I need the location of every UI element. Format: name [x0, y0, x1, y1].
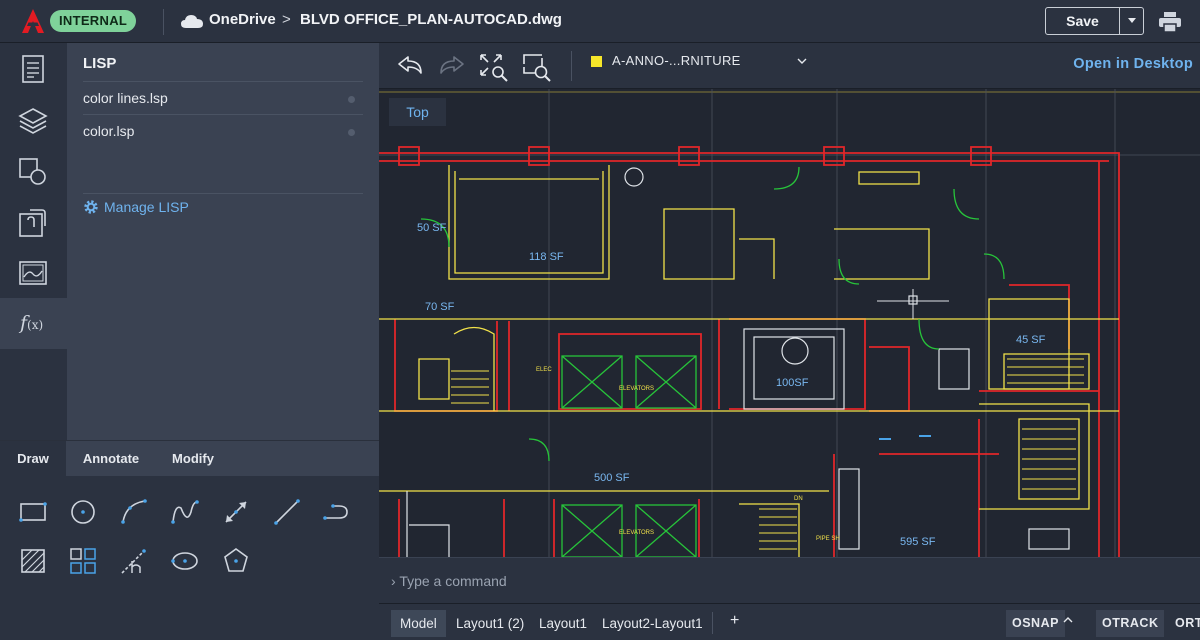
panel-title: LISP [83, 55, 117, 72]
room-label: ELEVATORS [619, 530, 655, 536]
status-dot [348, 129, 355, 136]
chevron-right-icon: › [391, 573, 396, 589]
rectangle-icon[interactable] [17, 496, 49, 528]
redo-icon[interactable] [438, 53, 466, 79]
drawing-canvas[interactable]: Top 50 SF 118 SF 70 SF 100SF 45 SF 500 S… [379, 89, 1200, 557]
layer-dropdown[interactable]: A-ANNO-...RNITURE [612, 53, 741, 68]
properties-icon [22, 55, 44, 83]
otrack-toggle[interactable]: OTRACK [1096, 610, 1165, 637]
rail-lisp[interactable]: f(x) [0, 298, 67, 349]
polygon-icon[interactable] [220, 545, 252, 577]
chevron-down-icon[interactable] [797, 57, 807, 65]
circle-icon[interactable] [67, 496, 99, 528]
ellipse-icon[interactable] [169, 545, 201, 577]
internal-badge: INTERNAL [50, 10, 137, 32]
dimension-icon[interactable] [220, 496, 252, 528]
save-button[interactable]: Save [1045, 7, 1120, 35]
xref-icon [19, 209, 46, 237]
save-dropdown-button[interactable] [1119, 7, 1144, 35]
tab-layout1[interactable]: Layout1 [539, 616, 588, 631]
draw-tools [0, 476, 379, 640]
images-icon [19, 261, 47, 285]
breadcrumb-separator: > [282, 11, 291, 28]
room-label: ELEVATORS [619, 386, 655, 392]
area-label: 45 SF [1016, 334, 1046, 346]
autocad-logo-icon[interactable] [19, 7, 47, 35]
add-layout-button[interactable]: + [730, 612, 740, 629]
room-label: DN [794, 496, 803, 502]
floor-plan-drawing [379, 89, 1200, 557]
undo-icon[interactable] [396, 53, 424, 79]
spline-icon[interactable] [169, 496, 201, 528]
rail-properties[interactable] [0, 43, 67, 94]
breadcrumb-onedrive[interactable]: OneDrive [209, 11, 276, 28]
osnap-toggle[interactable]: OSNAP [1006, 610, 1065, 637]
gear-icon [84, 200, 98, 214]
tool-tabs: Draw Annotate Modify [0, 441, 379, 476]
view-toolbar: A-ANNO-...RNITURE Open in Desktop [379, 43, 1200, 89]
file-name: BLVD OFFICE_PLAN-AUTOCAD.dwg [300, 11, 562, 28]
layers-icon [18, 108, 48, 134]
tool-palette: Draw Annotate Modify [0, 440, 379, 640]
tab-draw[interactable]: Draw [0, 441, 66, 476]
tab-model[interactable]: Model [391, 610, 446, 637]
command-line[interactable]: › Type a command [379, 557, 1200, 603]
tab-annotate[interactable]: Annotate [82, 451, 140, 466]
line-icon[interactable] [271, 496, 303, 528]
tab-modify[interactable]: Modify [172, 451, 214, 466]
area-label: 118 SF [529, 251, 564, 263]
rail-blocks[interactable] [0, 145, 67, 196]
chevron-up-icon[interactable] [1063, 616, 1073, 624]
command-input[interactable]: › Type a command [391, 573, 507, 589]
rail-xref[interactable] [0, 196, 67, 247]
zoom-window-icon[interactable] [522, 53, 552, 83]
area-label: 100SF [776, 377, 809, 389]
area-label: 50 SF [417, 222, 447, 234]
rail-images[interactable] [0, 247, 67, 298]
cloud-icon [181, 15, 203, 28]
manage-lisp-link[interactable]: Manage LISP [83, 193, 363, 223]
hatch-icon[interactable] [17, 545, 49, 577]
room-label: PIPE SH [816, 536, 840, 542]
blocks-icon [19, 158, 46, 185]
divider [712, 612, 713, 634]
lisp-file-item[interactable]: color lines.lsp [83, 81, 363, 114]
area-label: 500 SF [594, 472, 630, 484]
print-icon[interactable] [1159, 12, 1181, 32]
rail-layers[interactable] [0, 94, 67, 145]
arc-icon[interactable] [118, 496, 150, 528]
divider [163, 9, 164, 35]
zoom-extents-icon[interactable] [479, 53, 509, 83]
tab-layout1-2[interactable]: Layout1 (2) [456, 616, 525, 631]
area-label: 70 SF [425, 301, 455, 313]
lisp-icon: f(x) [20, 312, 44, 334]
top-bar: INTERNAL OneDrive > BLVD OFFICE_PLAN-AUT… [0, 0, 1200, 43]
left-icon-rail: f(x) [0, 43, 67, 440]
layout-status-bar: Model Layout1 (2) Layout1 Layout2-Layout… [379, 603, 1200, 640]
open-in-desktop-link[interactable]: Open in Desktop [1073, 56, 1193, 72]
area-label: 595 SF [900, 536, 936, 548]
tab-layout2-layout1[interactable]: Layout2-Layout1 [602, 616, 703, 631]
layer-color-swatch [591, 56, 602, 67]
ortho-toggle[interactable]: ORT [1175, 616, 1200, 630]
array-icon[interactable] [67, 545, 99, 577]
lisp-panel: LISP color lines.lsp color.lsp Manage LI… [67, 43, 379, 440]
divider [571, 51, 572, 81]
lisp-file-item[interactable]: color.lsp [83, 114, 363, 147]
trim-icon[interactable] [118, 545, 150, 577]
status-dot [348, 96, 355, 103]
polyline-icon[interactable] [321, 496, 353, 528]
view-cube-top[interactable]: Top [389, 98, 446, 126]
room-label: ELEC [536, 367, 552, 373]
